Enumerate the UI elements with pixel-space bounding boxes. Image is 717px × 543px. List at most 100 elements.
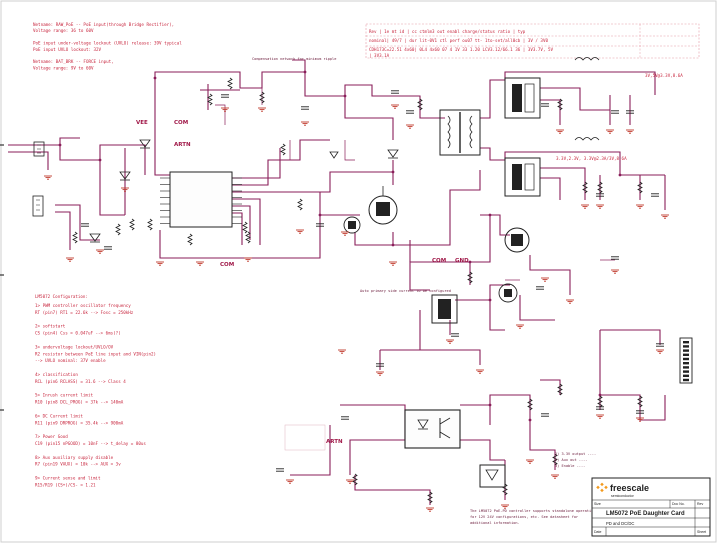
config-note-line: RCL (pin6 RCLASS) = 31.6 --> Class 4 <box>35 379 126 384</box>
input-note-line: Netname: BAT_BRK -- FORCE input, <box>33 59 114 64</box>
header-pin <box>683 378 689 382</box>
resistor <box>352 473 358 486</box>
resistor <box>417 98 423 111</box>
passive-components <box>72 77 664 504</box>
capacitor <box>536 286 544 290</box>
capacitor <box>451 333 459 337</box>
resistor <box>637 395 643 408</box>
resistor <box>259 91 265 104</box>
junction-dots <box>58 70 622 422</box>
ground-symbol <box>296 229 304 234</box>
capacitor <box>104 246 112 250</box>
logo-tagline: semiconductor <box>611 494 635 498</box>
capacitor <box>626 110 634 114</box>
config-note-line: R15/R19 (CS+)/CS- = 1.21 <box>35 482 96 487</box>
resistor <box>557 383 563 396</box>
resistor <box>129 218 135 231</box>
ground-symbol <box>661 214 669 219</box>
schematic-wiring <box>8 59 666 505</box>
bottom-note-line-2: for 12V 24V configurations, etc. See dat… <box>470 515 579 519</box>
resistor <box>427 491 433 504</box>
resistor <box>187 233 193 246</box>
resistor <box>467 271 473 284</box>
ground-symbol <box>244 257 252 262</box>
capacitor <box>221 94 229 98</box>
mosfet-q2 <box>504 227 530 253</box>
ground-symbol <box>611 269 619 274</box>
input-note-line: Voltage range: 36 to 60V <box>33 28 94 33</box>
resistor <box>557 98 563 111</box>
capacitor <box>651 193 659 197</box>
config-note-line: R10 (pin8 DCL_PROG) = 37k --> 140mA <box>35 400 124 405</box>
ground-symbol <box>426 507 434 512</box>
primary-side-note: Auto primary side current to be configur… <box>360 289 451 293</box>
resistor <box>552 453 558 466</box>
config-note-line: C19 (pin15 nPGOOD) = 10nF --> t_delay = … <box>35 441 146 446</box>
ground-symbol <box>376 371 384 376</box>
resistor <box>280 143 286 156</box>
ground-symbol <box>196 261 204 266</box>
header-pin <box>683 357 689 361</box>
config-note-line: 5> Inrush current limit <box>35 393 93 398</box>
ground-symbol <box>541 277 549 282</box>
config-note-line: 3> undervoltage lockout/UVLO/OV <box>35 344 114 349</box>
config-note-line: 8> Aux auxiliary supply disable <box>35 455 114 460</box>
ground-symbol <box>501 504 509 509</box>
config-note-line: 7> Power Good <box>35 434 68 439</box>
ground-symbol <box>338 349 346 354</box>
input-note-line: PoE input UVLO lockout: 32V <box>33 47 102 52</box>
resistor <box>527 398 533 411</box>
ground-symbol <box>258 107 266 112</box>
config-note-line: 4> classification <box>35 372 78 377</box>
net-label-gnd-right: GND <box>455 258 469 264</box>
header-pin <box>683 349 689 352</box>
capacitor <box>341 416 349 420</box>
resistor <box>207 93 213 106</box>
capacitor <box>406 110 414 114</box>
capacitor <box>596 193 604 197</box>
output-inductor <box>574 57 600 141</box>
current-transformer <box>431 294 458 324</box>
capacitor <box>301 106 309 110</box>
rj45-input-connector <box>33 141 45 157</box>
capacitor <box>611 110 619 114</box>
header-pin <box>683 374 689 377</box>
header-pin <box>683 366 689 369</box>
capacitor <box>636 410 644 414</box>
ground-symbol <box>121 187 129 192</box>
date-label: Date <box>594 530 601 534</box>
right-note-1: 1) 3.3V output ---- <box>555 452 596 456</box>
transformer-upper-right <box>504 77 541 119</box>
input-note-line: Netname: RAW_PoE -- PoE input(through Br… <box>33 22 174 27</box>
net-label-com-right: COM <box>432 258 446 264</box>
right-note-3: 3) Enable ---- <box>555 464 585 468</box>
ground-symbol <box>636 417 644 422</box>
capacitor <box>541 413 549 417</box>
ground-symbol <box>551 474 559 479</box>
output-spec-table: Rev | 1e mt id | cc ctmlm3 out enabl cha… <box>365 23 700 59</box>
config-note-line: 6> DC Current limit <box>35 413 83 418</box>
lm5072-controller-ic <box>160 171 242 228</box>
mosfet-q1 <box>368 186 398 225</box>
ground-symbol <box>596 414 604 419</box>
table-row-3: | 3V3.1A <box>369 53 390 58</box>
right-note-2: 2) Aux out ---- <box>555 458 587 462</box>
resistor <box>72 231 78 244</box>
config-note-line: --> UVLO nominal: 37V enable <box>35 358 106 363</box>
doc-label: Doc No. <box>672 502 685 506</box>
header-pin <box>683 345 689 348</box>
ground-symbol <box>516 324 524 329</box>
net-label-com-mid: COM <box>220 262 234 268</box>
output-label-mid: 3.3V,2.3V, 3.3V@2.3A/3V,8.6A <box>556 156 627 161</box>
ground-symbol <box>581 204 589 209</box>
mosfet-q3 <box>498 283 518 303</box>
capacitor <box>391 90 399 94</box>
input-diodes <box>89 139 399 243</box>
ground-symbol <box>476 369 484 374</box>
ground-symbol <box>626 129 634 134</box>
capacitor <box>611 256 619 260</box>
bottom-note-line-3: additional information. <box>470 521 520 525</box>
ground-symbol <box>44 175 52 180</box>
header-pin <box>683 370 689 373</box>
